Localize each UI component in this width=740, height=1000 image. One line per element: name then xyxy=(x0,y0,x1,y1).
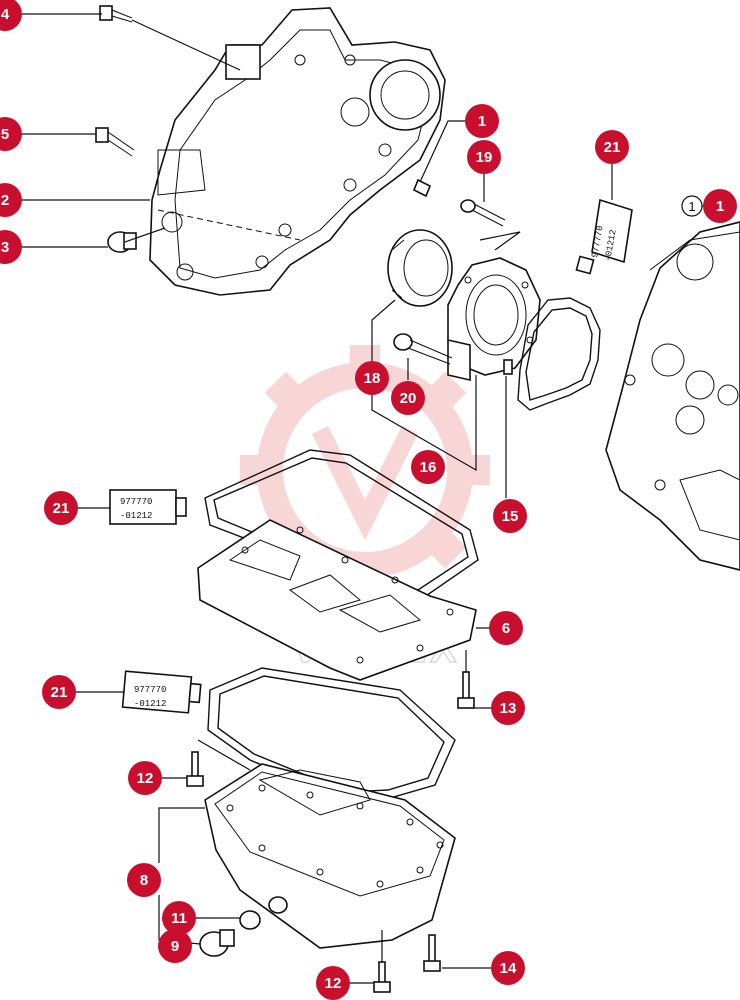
svg-text:1: 1 xyxy=(478,113,486,130)
tube-label-line2: -01212 xyxy=(120,511,152,521)
sealant-tube-mid-left: 977770 -01212 xyxy=(109,489,187,525)
svg-text:5: 5 xyxy=(1,126,9,143)
callout-21: 21 xyxy=(595,130,629,164)
tube-label-line1: 977770 xyxy=(120,497,152,507)
callout-16: 16 xyxy=(411,450,445,484)
callout-8: 8 xyxy=(127,863,161,897)
callout-13: 13 xyxy=(491,691,525,725)
svg-text:14: 14 xyxy=(500,960,517,977)
reference-mark-1: 1 xyxy=(681,195,703,217)
callout-19: 19 xyxy=(467,140,501,174)
svg-text:2: 2 xyxy=(1,192,9,209)
callout-21: 21 xyxy=(42,675,76,709)
cylinder-block xyxy=(605,221,740,571)
svg-text:15: 15 xyxy=(502,508,519,525)
callout-1: 1 xyxy=(465,104,499,138)
callout-4: 4 xyxy=(0,0,22,31)
callout-20: 20 xyxy=(391,381,425,415)
bolt-19 xyxy=(460,199,506,227)
svg-text:21: 21 xyxy=(51,684,68,701)
leader-lines xyxy=(22,13,710,984)
bolt-14 xyxy=(423,934,441,972)
svg-text:13: 13 xyxy=(500,700,517,717)
oil-seal-18 xyxy=(387,229,453,307)
callout-1: 1 xyxy=(703,189,737,223)
svg-text:19: 19 xyxy=(476,149,493,166)
flywheel-housing xyxy=(149,7,446,296)
bolt-4 xyxy=(99,5,133,23)
plug-3 xyxy=(107,231,137,253)
gasket-upper xyxy=(204,449,479,601)
bolt-13 xyxy=(457,671,475,709)
svg-text:12: 12 xyxy=(137,770,154,787)
svg-text:12: 12 xyxy=(325,975,342,992)
bolt-12-upper xyxy=(186,751,204,787)
svg-text:21: 21 xyxy=(53,500,70,517)
bolt-5 xyxy=(95,127,135,157)
bolt-12-lower xyxy=(373,961,391,993)
sealant-tube-lower-left: 977770 -01212 xyxy=(121,670,202,714)
callout-14: 14 xyxy=(491,951,525,985)
tube-label-line2: -01212 xyxy=(134,699,166,709)
svg-text:4: 4 xyxy=(1,6,10,23)
pin-15 xyxy=(503,359,513,375)
reference-mark-label: 1 xyxy=(688,199,695,214)
washer-11 xyxy=(239,910,261,930)
svg-text:21: 21 xyxy=(604,139,621,156)
svg-text:6: 6 xyxy=(502,620,510,637)
tube-label-line1: 977770 xyxy=(134,685,166,695)
svg-text:11: 11 xyxy=(171,910,187,927)
callout-15: 15 xyxy=(493,499,527,533)
callout-3: 3 xyxy=(0,230,22,264)
oil-pan-8 xyxy=(204,763,456,949)
callout-5: 5 xyxy=(0,117,22,151)
sealant-tube-upper-right: 977770 -01212 xyxy=(575,198,633,275)
callout-12: 12 xyxy=(316,966,350,1000)
drain-plug-9 xyxy=(199,929,235,957)
callout-21: 21 xyxy=(44,491,78,525)
callout-12: 12 xyxy=(128,761,162,795)
svg-text:8: 8 xyxy=(140,872,148,889)
bolt-20 xyxy=(393,333,453,365)
pin-1 xyxy=(412,178,432,198)
callout-18: 18 xyxy=(355,361,389,395)
svg-text:20: 20 xyxy=(400,390,417,407)
callout-9: 9 xyxy=(158,929,192,963)
svg-text:1: 1 xyxy=(716,198,724,215)
callout-6: 6 xyxy=(489,611,523,645)
gasket-seal-case xyxy=(517,297,601,411)
svg-text:9: 9 xyxy=(171,938,179,955)
gasket-lower xyxy=(207,667,456,801)
svg-text:16: 16 xyxy=(420,459,437,476)
oil-seal-case-16 xyxy=(447,257,541,382)
svg-text:3: 3 xyxy=(1,239,9,256)
callout-2: 2 xyxy=(0,183,22,217)
oil-pan-adapter-6 xyxy=(197,519,477,681)
svg-text:18: 18 xyxy=(364,370,381,387)
callout-11: 11 xyxy=(162,901,196,935)
